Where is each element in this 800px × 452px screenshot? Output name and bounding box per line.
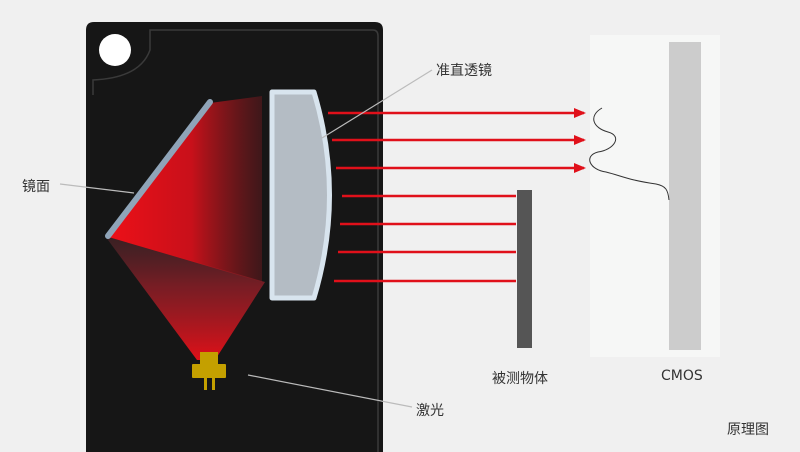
mounting-hole [99,34,131,66]
laser-diode-icon [192,352,226,390]
housing-inner-outline [92,29,379,452]
leader-line-lens [321,69,433,139]
mirror [105,99,213,239]
mirror-label: 镜面 [22,179,50,195]
object-under-test-label: 被测物体 [492,371,548,387]
collimating-lens-label: 准直透镜 [436,63,492,79]
leader-line-laser [247,374,413,408]
signal-wave [589,107,670,201]
leader-line-mirror [59,183,135,194]
collimated-beams [328,108,586,283]
object-under-test [517,190,532,348]
laser-label: 激光 [416,403,444,419]
cmos-label: CMOS [661,368,703,384]
collimating-lens [269,89,332,301]
laser-fan-beam [105,236,265,360]
caption-label: 原理图 [727,422,769,438]
cmos-sensor [669,42,701,350]
reflected-beam [105,96,262,282]
